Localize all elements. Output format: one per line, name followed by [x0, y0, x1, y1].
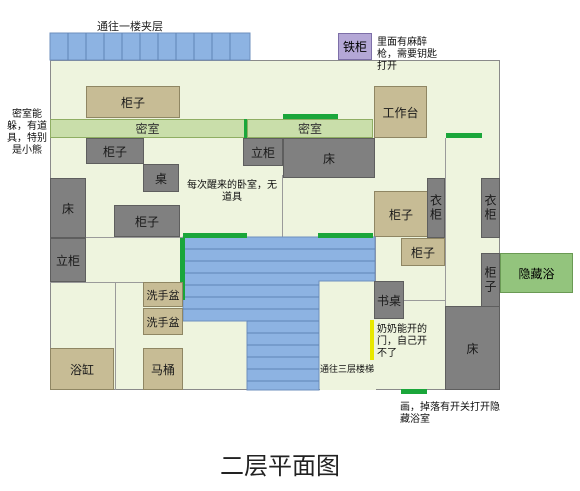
- wall-line: [50, 282, 186, 283]
- stairs-label: 通往三层楼梯: [320, 365, 375, 375]
- cabinet-left-2[interactable]: 柜子: [86, 138, 144, 164]
- mezzanine-stairs[interactable]: [49, 32, 251, 61]
- cabinet-top-left[interactable]: 柜子: [86, 86, 180, 118]
- wall-line: [115, 282, 116, 390]
- door-stairs-top-right[interactable]: [318, 233, 373, 238]
- floor-patch: [320, 282, 376, 390]
- toilet[interactable]: 马桶: [143, 348, 183, 390]
- table[interactable]: 桌: [143, 164, 179, 192]
- hidden-bath[interactable]: 隐藏浴: [500, 253, 573, 293]
- washbasin-1[interactable]: 洗手盆: [143, 282, 183, 307]
- mezzanine-passage-label: 通往一楼夹层: [97, 20, 163, 33]
- door-stairs-left[interactable]: [180, 238, 185, 300]
- desk[interactable]: 书桌: [374, 281, 404, 319]
- iron-cabinet-note: 里面有麻醉枪，需要钥匙打开: [377, 37, 437, 72]
- washbasin-2[interactable]: 洗手盆: [143, 308, 183, 335]
- wall-line: [375, 300, 445, 301]
- bed-right[interactable]: 床: [445, 306, 500, 390]
- workbench[interactable]: 工作台: [374, 86, 427, 138]
- secret-room-left-door[interactable]: [244, 119, 247, 138]
- page-title: 二层平面图: [220, 451, 340, 480]
- standing-cabinet-center[interactable]: 立柜: [243, 138, 283, 166]
- secret-room-right[interactable]: 密室: [247, 119, 373, 138]
- painting-note: 画，掉落有开关打开隐藏浴室: [400, 402, 500, 425]
- door-stairs-top-left[interactable]: [183, 233, 247, 238]
- wardrobe-1[interactable]: 衣柜: [427, 178, 445, 238]
- painting[interactable]: [401, 389, 427, 394]
- cabinet-left-3[interactable]: 柜子: [114, 205, 180, 237]
- wall-line: [282, 175, 283, 237]
- standing-cabinet-left[interactable]: 立柜: [50, 238, 86, 282]
- cabinet-right-small[interactable]: 柜子: [401, 238, 445, 266]
- wall-line: [445, 138, 446, 306]
- secret-room-right-door[interactable]: [283, 114, 338, 119]
- cabinet-right-vertical[interactable]: 柜子: [481, 253, 500, 307]
- iron-cabinet[interactable]: 铁柜: [338, 33, 372, 60]
- grandma-door[interactable]: [370, 320, 374, 360]
- bed-left[interactable]: 床: [50, 178, 86, 238]
- secret-room-note: 密室能躲，有道具，特别是小熊: [7, 109, 47, 156]
- wardrobe-2[interactable]: 衣柜: [481, 178, 500, 238]
- cabinet-right[interactable]: 柜子: [374, 191, 428, 237]
- secret-room-left[interactable]: 密室: [50, 119, 245, 138]
- door-right-top[interactable]: [446, 133, 482, 138]
- center-stairs[interactable]: [182, 236, 376, 391]
- bedroom-note: 每次醒来的卧室，无道具: [187, 180, 277, 203]
- grandma-door-note: 奶奶能开的门，自己开不了: [377, 324, 427, 359]
- wall-line: [50, 237, 186, 238]
- stairs-right-run[interactable]: [247, 293, 320, 363]
- bathtub[interactable]: 浴缸: [50, 348, 114, 390]
- bed-center[interactable]: 床: [283, 138, 375, 178]
